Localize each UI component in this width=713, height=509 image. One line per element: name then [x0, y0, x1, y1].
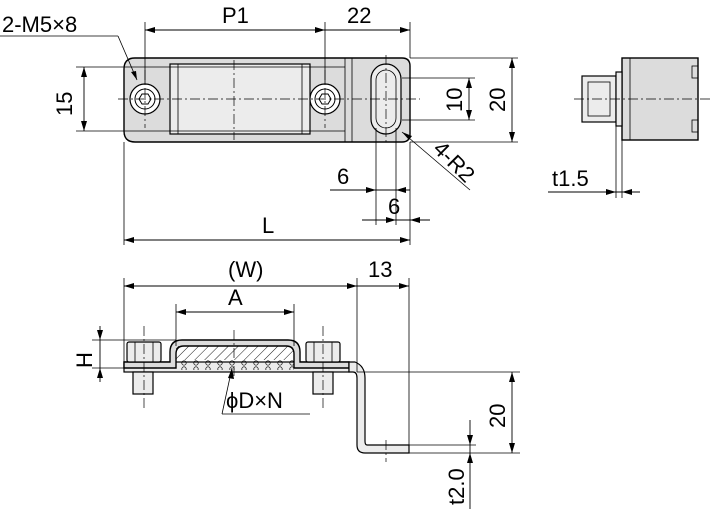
top-view-dimensions: [0, 22, 518, 245]
label-width-w: (W): [228, 257, 263, 282]
label-dim-6-a: 6: [337, 164, 349, 189]
front-view-dimensions: [92, 278, 520, 509]
side-view: [548, 57, 712, 198]
label-dim-h: H: [72, 352, 97, 368]
labels: 2-M5×8 P1 22 15 10 20 4-R2 6 6 L t1.5 (W…: [2, 3, 589, 505]
label-cable: ϕD×N: [226, 388, 283, 413]
label-dim-a: A: [228, 285, 243, 310]
label-pitch: P1: [222, 3, 249, 28]
screw-right-front: [305, 326, 341, 408]
label-height-15: 15: [52, 92, 77, 116]
z-bracket: [348, 361, 410, 454]
label-height-20-front: 20: [485, 404, 510, 428]
label-slot-width-10: 10: [442, 88, 467, 112]
label-screw: 2-M5×8: [2, 12, 77, 37]
cable-wires: [176, 360, 294, 370]
label-dim-6-b: 6: [388, 194, 400, 219]
label-thickness-front: t2.0: [444, 468, 469, 505]
label-dim-13: 13: [368, 257, 392, 282]
top-view: [118, 55, 420, 143]
label-thickness-side: t1.5: [552, 166, 589, 191]
label-height-20-top: 20: [485, 88, 510, 112]
label-slot-offset: 22: [347, 3, 371, 28]
label-length: L: [262, 213, 274, 238]
front-view: [123, 326, 410, 462]
cable-hatched: [176, 346, 294, 360]
